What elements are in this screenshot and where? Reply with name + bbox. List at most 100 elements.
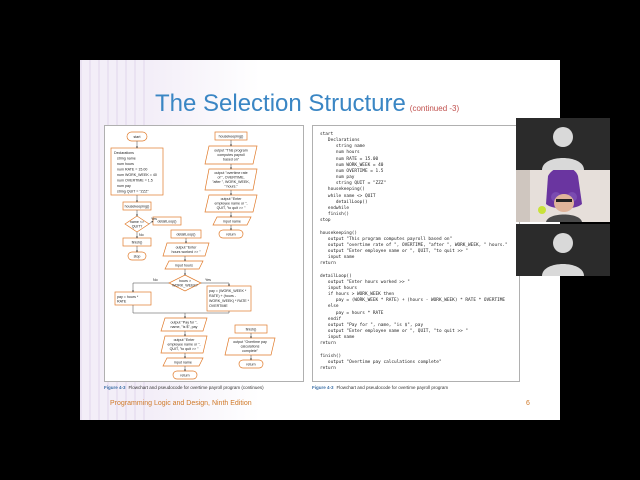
fin-output-line: calculations — [241, 345, 260, 349]
code-line: num RATE = 15.00 — [320, 156, 379, 162]
hk-input-label: input name — [223, 220, 241, 224]
code-line: output "Enter hours worked >> " — [320, 279, 410, 285]
caption-text: Flowchart and pseudocode for overtime pa… — [336, 385, 449, 390]
user-avatar-icon — [542, 233, 584, 276]
fin-output-line: output "Overtime pay — [233, 340, 267, 344]
dl-input-name-label: input name — [174, 361, 192, 365]
fin-header-label: finish() — [246, 328, 257, 332]
code-line: input hours — [320, 285, 358, 291]
hk-output-2-line: "after ", WORK_WEEK, — [212, 180, 250, 184]
dl-input-hours-label: input hours — [175, 264, 193, 268]
declarations-box — [110, 147, 164, 196]
slide-page-number: 6 — [526, 400, 530, 407]
code-line: if hours > WORK_WEEK then — [320, 292, 395, 298]
dl-output-enter-line: QUIT, "to quit >> " — [170, 347, 199, 351]
participant-tile[interactable] — [516, 118, 610, 170]
hk-output-1-line: based on" — [223, 158, 240, 162]
hk-output-3-line: output "Enter — [221, 197, 243, 201]
no-label: No — [139, 233, 144, 237]
code-line: stop — [320, 218, 331, 224]
hk-output-1 — [204, 145, 258, 165]
code-line: input name — [320, 255, 355, 261]
dl-input-name — [162, 357, 204, 367]
code-line: num WORK_WEEK = 40 — [320, 162, 384, 168]
code-line: Declarations — [320, 138, 360, 144]
dl-pay-regular-line: pay = hours * — [117, 295, 139, 299]
dl-output-enter — [160, 335, 208, 354]
participant-video-tile[interactable] — [516, 170, 610, 222]
flowchart-connectors — [132, 140, 252, 372]
hk-header-label: housekeeping() — [219, 135, 244, 139]
hk-output-1-line: output "This program — [214, 149, 247, 153]
code-line: finish() — [320, 212, 350, 218]
dl-output-enter-line: employee name or ", — [167, 343, 200, 347]
hk-output-2-line: output "overtime rate — [214, 171, 247, 175]
fin-return-label: return — [246, 363, 255, 367]
code-line: return — [320, 341, 336, 347]
dl-output-1-line: output "Enter — [176, 246, 198, 250]
code-line: output "Enter employee name or ", QUIT, … — [320, 329, 469, 334]
code-line: string name — [320, 144, 365, 150]
declarations-line: Declarations — [114, 151, 134, 155]
yes-label: Yes — [151, 217, 157, 221]
dl-output-enter-line: output "Enter — [174, 338, 196, 342]
start-label: start — [134, 135, 141, 139]
dl-input-hours — [164, 260, 204, 270]
flowchart-panel: start Declarations string name num hours… — [104, 125, 304, 382]
housekeeping-call-label: housekeeping() — [125, 205, 150, 209]
dl-output-pay-line: output "Pay for ", — [171, 321, 198, 325]
code-line: endwhile — [320, 205, 350, 211]
code-line: finish() — [320, 353, 342, 359]
dl-output-1 — [162, 242, 210, 257]
declarations-line: string QUIT = "ZZZ" — [117, 190, 149, 194]
code-line: input name — [320, 335, 355, 341]
declarations-line: string name — [117, 157, 136, 161]
caption-text: Flowchart and pseudocode for overtime pa… — [128, 385, 264, 390]
code-line: num hours — [320, 150, 360, 156]
code-line: num OVERTIME = 1.5 — [320, 168, 384, 174]
dl-output-pay-line: name, "is $", pay — [171, 325, 198, 329]
code-line: output "overtime rate of ", OVERTIME, "a… — [320, 242, 508, 248]
code-line: detailLoop() — [320, 273, 352, 279]
finish-call-label: finish() — [132, 241, 143, 245]
dl-pay-overtime-line: RATE) + (hours - — [209, 294, 237, 298]
slide-title-text: The Selection Structure — [155, 90, 406, 117]
code-line: return — [320, 261, 336, 267]
hk-return-label: return — [226, 233, 235, 237]
code-line: else — [320, 304, 339, 310]
code-line: housekeeping() — [320, 187, 365, 193]
participant-tile[interactable] — [516, 224, 610, 276]
code-line: endif — [320, 316, 342, 322]
declarations-line: num RATE = 15.00 — [117, 168, 147, 172]
code-line: housekeeping() — [320, 230, 358, 236]
code-line: num pay — [320, 175, 355, 181]
hk-output-2-line: of ", OVERTIME, — [218, 176, 245, 180]
caption-label: Figure 4-3 — [104, 385, 126, 390]
dl-no-label: No — [153, 278, 158, 282]
dl-yes-label: Yes — [205, 278, 211, 282]
dl-pay-regular-line: RATE — [117, 300, 127, 304]
code-line: string QUIT = "ZZZ" — [320, 181, 387, 187]
dl-decision-label: hours > — [179, 279, 191, 283]
code-line: pay = hours * RATE — [320, 310, 384, 316]
quit-decision-label: QUIT? — [132, 225, 143, 229]
hk-output-3-line: QUIT, "to quit >> " — [217, 206, 246, 210]
hk-output-3 — [204, 194, 258, 213]
code-line: output "Enter employee name or ", QUIT, … — [320, 248, 469, 254]
code-line: output "Overtime pay calculations comple… — [320, 359, 442, 365]
code-line: output "Pay for ", name, "is $", pay — [320, 322, 424, 328]
pseudocode-listing: start Declarations string name num hours… — [320, 132, 508, 372]
dl-pay-overtime-line: OVERTIME — [209, 304, 228, 308]
user-avatar-icon — [542, 127, 584, 170]
dl-pay-overtime-line: pay = (WORK_WEEK * — [209, 289, 247, 293]
slide-title: The Selection Structure(continued -3) — [155, 90, 459, 118]
stop-label: stop — [134, 255, 141, 259]
dl-decision — [168, 274, 202, 292]
dl-decision-label: WORK_WEEK? — [172, 284, 198, 288]
fin-output-line: complete" — [242, 349, 259, 353]
code-line: while name <> QUIT — [320, 193, 376, 199]
dl-return-label: return — [180, 374, 189, 378]
hk-output-3-line: employee name or ", — [214, 202, 247, 206]
